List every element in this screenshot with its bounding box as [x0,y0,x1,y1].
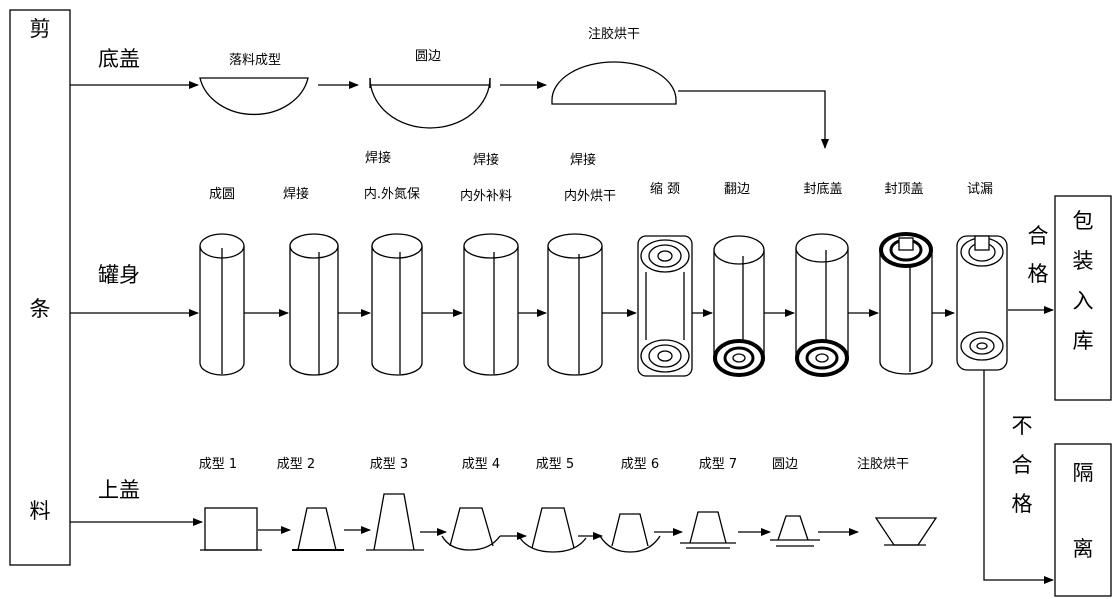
can-step-label: 内外烘干 [564,188,616,204]
bottom-cover-curled-shape [369,77,491,129]
can-cylinder [547,233,603,376]
bottom-cover-row: 底盖 落料成型 圆边 注胶烘干 [70,26,829,149]
raw-material-char-3: 料 [30,499,51,523]
svg-text:库: 库 [1073,329,1094,353]
top-step-label: 成型 6 [621,457,659,472]
fail-label-char-2: 合 [1012,453,1033,477]
top-cover-shape [531,507,575,549]
top-step-label: 成型 4 [462,457,500,472]
can-cylinder [795,233,849,377]
fail-arrow [983,370,1054,584]
top-step-label: 成型 2 [277,457,315,472]
top-cover-row: 上盖 成型 1 成型 2 成型 3 成型 4 成型 5 成型 6 成型 7 圆边… [70,456,938,553]
can-step-label: 封顶盖 [884,182,923,197]
top-cover-shape [204,507,258,551]
pass-label-char-1: 合 [1028,224,1049,248]
svg-text:入: 入 [1073,289,1094,313]
package-storage-box: 包 装 入 库 [1054,195,1112,401]
can-step-label: 封底盖 [803,181,842,197]
fail-label-char-3: 格 [1012,492,1033,516]
bottom-cover-blank-shape [199,77,309,116]
pass-label-char-2: 格 [1028,262,1049,286]
svg-text:隔: 隔 [1073,461,1094,485]
can-step-label: 内.外氮保 [364,186,420,202]
fail-label-char-1: 不 [1012,414,1033,438]
can-cylinder [199,233,245,376]
can-cylinder [637,235,693,377]
svg-text:离: 离 [1073,537,1094,561]
can-step-label: 缩 颈 [650,181,680,197]
top-step-label: 成型 3 [370,457,408,472]
top-cover-label: 上盖 [98,478,140,502]
top-step-label: 成型 7 [699,457,737,472]
top-cover-shape [297,507,337,551]
top-step-label: 圆边 [772,457,798,472]
bottom-cover-to-can-arrow [678,90,829,149]
can-step-label: 焊接 [473,152,499,168]
can-cylinder [713,235,765,377]
can-step-label: 焊接 [283,186,309,202]
can-cylinder [289,233,339,376]
pass-label: 合 格 [1028,224,1049,286]
top-cover-shape [874,517,938,546]
can-cylinder [879,232,933,375]
can-step-label: 焊接 [570,152,596,168]
top-cover-shape [777,515,809,541]
raw-material-char-2: 条 [30,297,51,321]
top-cover-shape [373,493,415,551]
can-step-label: 焊接 [365,150,391,166]
top-step-label: 成型 5 [536,457,574,472]
can-step-label: 试漏 [967,181,993,197]
bottom-step-label: 落料成型 [229,53,281,68]
can-step-label: 成圆 [209,187,235,202]
top-cover-shape [611,513,649,547]
raw-material-box: 剪 条 料 [9,9,71,566]
top-step-label: 注胶烘干 [857,456,909,472]
top-cover-shape [449,507,494,547]
can-step-label: 翻边 [724,182,750,197]
raw-material-char-1: 剪 [30,17,51,41]
isolation-box: 隔 离 [1054,443,1112,597]
can-step-label: 内外补料 [460,188,512,204]
svg-text:包: 包 [1073,209,1094,233]
bottom-step-label: 注胶烘干 [588,26,640,42]
can-body-label: 罐身 [98,263,140,287]
top-cover-shape [689,511,727,544]
can-body-row: 罐身 成圆 焊接 焊接 内.外氮保 焊接 内外补料 焊接 内外烘干 缩 颈 翻边… [70,150,1054,584]
can-cylinder [956,235,1008,371]
top-step-label: 成型 1 [199,457,237,472]
fail-label: 不 合 格 [1012,414,1033,516]
bottom-cover-label: 底盖 [98,47,140,71]
svg-text:装: 装 [1073,249,1094,273]
can-cylinder [463,233,519,376]
can-cylinder [371,233,423,376]
bottom-step-label: 圆边 [415,49,441,64]
bottom-cover-sealed-shape [551,61,677,105]
